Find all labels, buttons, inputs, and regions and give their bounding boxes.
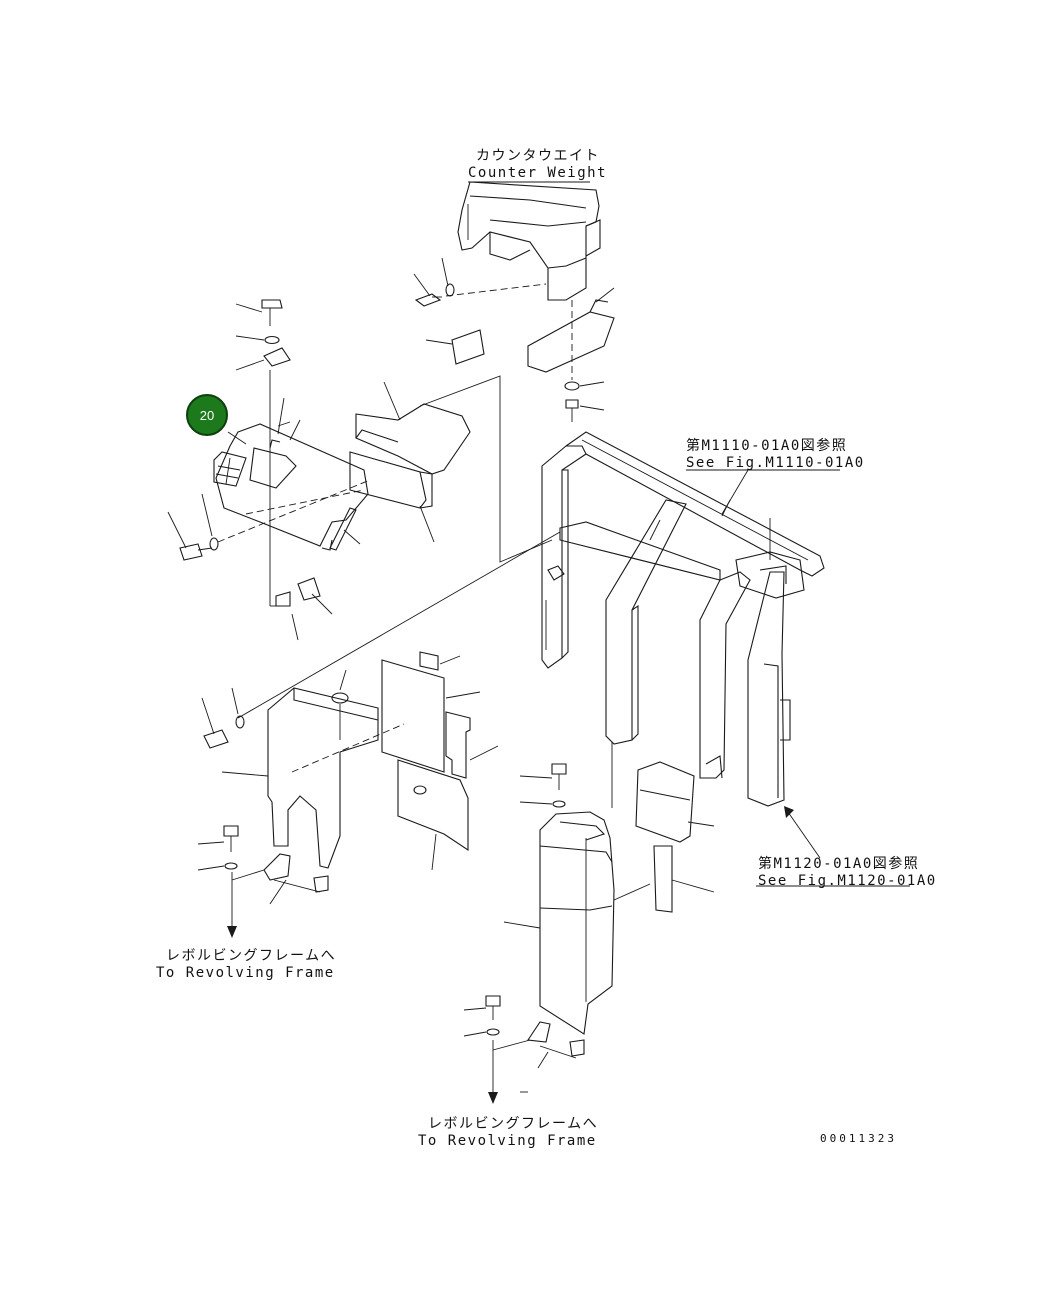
counter-weight-en-label: Counter Weight [468, 165, 608, 181]
ref-m1110-jp-label: 第M1110-01A0図参照 [686, 438, 848, 454]
inner-panels [245, 381, 471, 551]
ref-m1110-en-label: See Fig.M1110-01A0 [686, 455, 865, 471]
counter-weight-bolts [413, 257, 547, 365]
leader-lines [237, 375, 561, 719]
revolving-frame-bottom-en-label: To Revolving Frame [418, 1133, 597, 1149]
ref-m1120-en-label: See Fig.M1120-01A0 [758, 873, 937, 889]
mid-bolts [519, 742, 613, 808]
right-cab-cover [503, 761, 715, 1035]
drawing-number: 00011323 [820, 1132, 897, 1145]
counter-weight-bracket [527, 287, 615, 422]
cab-frame-drawing [541, 431, 825, 807]
arrow-down-bottom [488, 1050, 528, 1104]
counter-weight-jp-label: カウンタウエイト [476, 148, 600, 164]
revolving-frame-bottom-jp-label: レボルビングフレームへ [428, 1116, 599, 1132]
counter-weight-drawing [457, 181, 601, 301]
reference-leaders [468, 181, 910, 887]
left-cover-hardware [167, 299, 371, 641]
revolving-frame-left-en-label: To Revolving Frame [156, 965, 335, 981]
left-upper-cover-drawing [213, 423, 369, 551]
lower-bolts [463, 995, 585, 1069]
callout-number: 20 [199, 407, 215, 423]
part-number-callout[interactable]: 20 [186, 394, 228, 436]
lower-left-cover [197, 669, 405, 905]
revolving-frame-left-jp-label: レボルビングフレームへ [166, 948, 337, 964]
arrow-down-left [227, 880, 237, 938]
ref-m1120-jp-label: 第M1120-01A0図参照 [758, 856, 920, 872]
insulation-pads [381, 651, 499, 871]
